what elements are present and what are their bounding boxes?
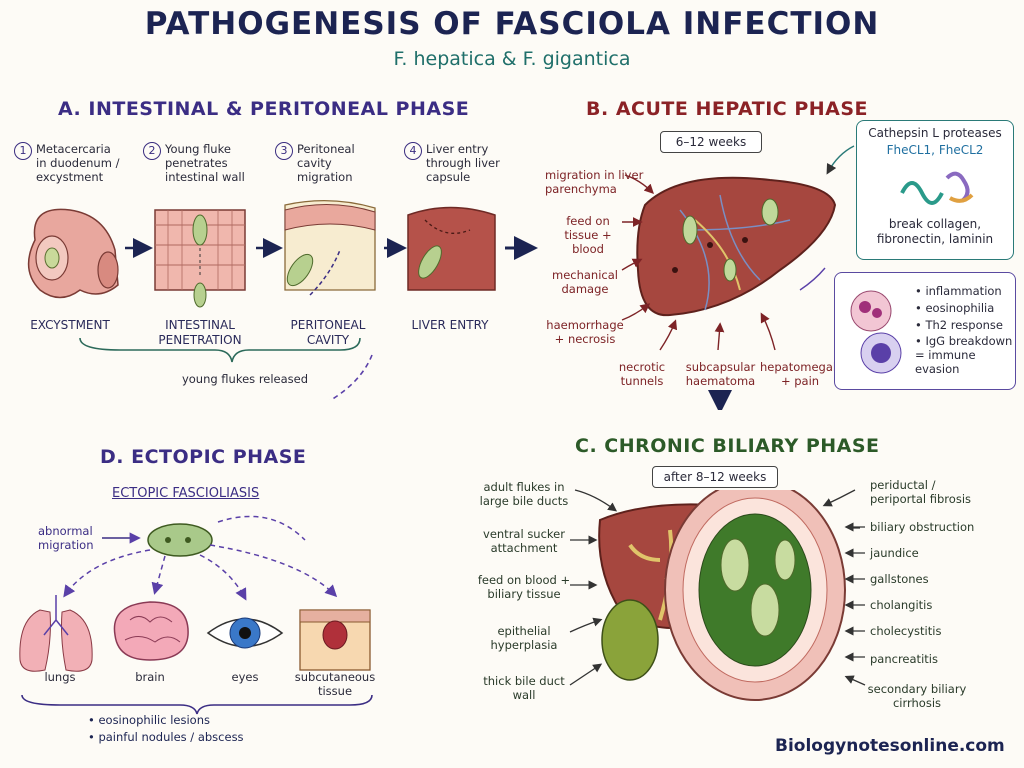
label-pancreatitis: pancreatitis bbox=[870, 652, 938, 666]
site-lungs: lungs bbox=[44, 670, 76, 684]
enzyme-arrow bbox=[826, 145, 855, 175]
label-thick-wall: thick bile duct wall bbox=[483, 674, 565, 702]
enzyme-names: FheCL1, FheCL2 bbox=[886, 143, 984, 157]
label-jaundice: jaundice bbox=[870, 546, 919, 560]
eye-icon bbox=[206, 617, 284, 649]
intestinal-wall-illustration bbox=[154, 209, 246, 308]
label-cirrhosis: secondary biliary cirrhosis bbox=[867, 682, 967, 710]
page-subtitle: F. hepatica & F. gigantica bbox=[393, 48, 631, 70]
immune-item: Th2 response bbox=[925, 318, 1003, 332]
subcutaneous-tissue-icon bbox=[299, 609, 371, 671]
step-text: Peritoneal cavity migration bbox=[297, 142, 355, 184]
phase-b-heading: B. ACUTE HEPATIC PHASE bbox=[586, 98, 869, 120]
step-text: Metacercaria in duodenum / excystment bbox=[36, 142, 120, 184]
step-text: Liver entry through liver capsule bbox=[426, 142, 500, 184]
effect-item: painful nodules / abscess bbox=[98, 730, 244, 744]
brace-label: young flukes released bbox=[181, 372, 309, 386]
caption-liver-entry: LIVER ENTRY bbox=[411, 318, 489, 332]
label-fibrosis: periductal / periportal fibrosis bbox=[870, 478, 972, 506]
effect-item: eosinophilic lesions bbox=[98, 713, 210, 727]
phase-a-heading: A. INTESTINAL & PERITONEAL PHASE bbox=[58, 98, 470, 120]
phase-d-heading: D. ECTOPIC PHASE bbox=[100, 446, 307, 468]
label-mechanical-damage: mechanical damage bbox=[552, 268, 618, 296]
caption-intestinal-penetration: INTESTINAL PENETRATION bbox=[158, 318, 242, 347]
page-title: PATHOGENESIS OF FASCIOLA INFECTION bbox=[144, 6, 880, 42]
caption-peritoneal-cavity: PERITONEAL CAVITY bbox=[290, 318, 366, 347]
immune-item: eosinophilia bbox=[925, 301, 995, 315]
acute-liver-illustration bbox=[621, 174, 837, 410]
label-adult-flukes: adult flukes in large bile ducts bbox=[479, 480, 569, 508]
chronic-liver-illustration bbox=[598, 490, 846, 701]
step-text: Young fluke penetrates intestinal wall bbox=[165, 142, 245, 184]
website-credit: Biologynotesonline.com bbox=[775, 736, 1005, 756]
label-hepatomegaly: hepatomegaly + pain bbox=[760, 360, 843, 388]
chronic-right-arrows bbox=[844, 522, 866, 686]
phase-c-heading: C. CHRONIC BILIARY PHASE bbox=[575, 435, 880, 457]
immune-cells-icon bbox=[850, 290, 902, 374]
label-biliary-obstruction: biliary obstruction bbox=[870, 520, 975, 534]
step-number: 4 bbox=[404, 142, 422, 160]
brain-icon bbox=[113, 601, 189, 661]
lungs-icon bbox=[19, 595, 93, 672]
peritoneal-cavity-illustration bbox=[284, 200, 376, 296]
label-feed-tissue: feed on tissue + blood bbox=[564, 214, 612, 256]
duration-badge-c: after 8–12 weeks bbox=[652, 466, 778, 488]
duodenum-illustration bbox=[27, 208, 119, 299]
duration-badge-b: 6–12 weeks bbox=[660, 131, 762, 153]
label-haemorrhage: haemorrhage + necrosis bbox=[546, 318, 624, 346]
enzyme-title: Cathepsin L proteases bbox=[868, 126, 1002, 140]
enzyme-panel: Cathepsin L proteases FheCL1, FheCL2 bre… bbox=[856, 120, 1014, 260]
fluke-icon bbox=[147, 523, 213, 557]
immune-item: inflammation bbox=[925, 284, 1002, 298]
immune-item: IgG breakdown = immune evasion bbox=[915, 334, 1013, 376]
ectopic-effects-list: • eosinophilic lesions • painful nodules… bbox=[88, 713, 244, 744]
immune-panel: • inflammation • eosinophilia • Th2 resp… bbox=[834, 272, 1016, 390]
label-cholecystitis: cholecystitis bbox=[870, 624, 942, 638]
immune-list: • inflammation • eosinophilia • Th2 resp… bbox=[915, 284, 1013, 376]
label-necrotic-tunnels: necrotic tunnels bbox=[618, 360, 666, 388]
label-abnormal-migration: abnormal migration bbox=[38, 524, 94, 552]
site-subcutaneous: subcutaneous tissue bbox=[294, 670, 376, 698]
step-number: 1 bbox=[14, 142, 32, 160]
liver-entry-illustration bbox=[407, 206, 496, 291]
label-cholangitis: cholangitis bbox=[870, 598, 933, 612]
caption-excystment: EXCYSTMENT bbox=[30, 318, 110, 332]
label-migration-parenchyma: migration in liver parenchyma bbox=[545, 168, 644, 196]
label-subcapsular: subcapsular haematoma bbox=[685, 360, 756, 388]
protein-structure-icon bbox=[900, 171, 974, 205]
phase-d-subheading: ECTOPIC FASCIOLIASIS bbox=[112, 486, 260, 501]
label-gallstones: gallstones bbox=[870, 572, 929, 586]
step-number: 3 bbox=[275, 142, 293, 160]
site-eyes: eyes bbox=[231, 670, 259, 684]
enzyme-action: break collagen, fibronectin, laminin bbox=[876, 217, 994, 246]
chronic-label-arrows bbox=[569, 489, 860, 686]
label-ventral-sucker: ventral sucker attachment bbox=[483, 527, 565, 555]
step-number: 2 bbox=[143, 142, 161, 160]
ectopic-illustrations bbox=[19, 515, 373, 715]
label-epithelial: epithelial hyperplasia bbox=[490, 624, 558, 652]
phase-a-illustrations bbox=[27, 200, 538, 400]
label-feed-blood: feed on blood + biliary tissue bbox=[477, 573, 571, 601]
site-brain: brain bbox=[135, 670, 165, 684]
